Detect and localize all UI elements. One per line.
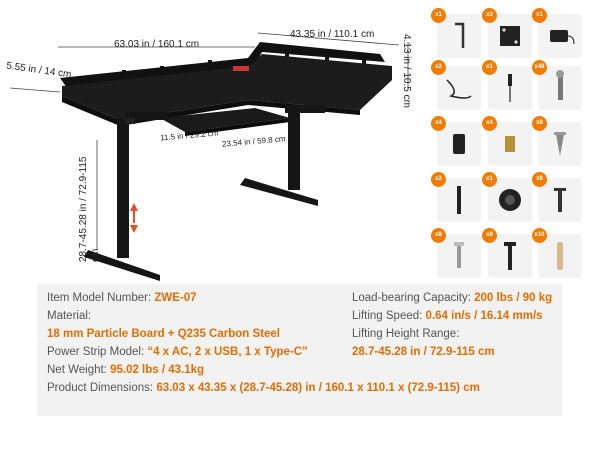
speed-label: Lifting Speed: bbox=[352, 310, 423, 322]
quantity-badge: x8 bbox=[532, 116, 547, 131]
part-item: x10 bbox=[532, 228, 582, 278]
lift-range-dimension: 28.7-45.28 in / 72.9-115 cm bbox=[78, 156, 101, 262]
part-item: x1 bbox=[482, 60, 532, 110]
power-value: “4 x AC, 2 x USB, 1 x Type-C” bbox=[147, 346, 308, 358]
desk-diagram bbox=[9, 32, 409, 281]
quantity-badge: x8 bbox=[532, 172, 547, 187]
product-dimensions-value: 63.03 x 43.35 x (28.7-45.28) in / 160.1 … bbox=[156, 382, 480, 394]
bolt-icon bbox=[454, 242, 464, 268]
material-row: Material: bbox=[47, 310, 91, 322]
allen-key-icon bbox=[455, 22, 465, 48]
speed-row: Lifting Speed: 0.64 in/s / 16.14 mm/s bbox=[352, 310, 543, 322]
grommet-cap-icon bbox=[499, 189, 521, 211]
quantity-badge: x1 bbox=[431, 8, 446, 23]
quantity-badge: x3 bbox=[482, 8, 497, 23]
anchor-screw-icon bbox=[554, 188, 566, 212]
lift-range-row: Lifting Height Range: bbox=[352, 328, 459, 340]
side-bar-icon bbox=[457, 186, 461, 214]
cable-icon bbox=[446, 79, 472, 99]
wooden-dowel-icon bbox=[557, 242, 563, 270]
material-label: Material: bbox=[47, 310, 92, 322]
width-dimension: 43.35 in / 110.1 cm bbox=[290, 29, 375, 40]
part-item: x3 bbox=[482, 8, 532, 58]
lift-range-value: 28.7-45.28 in / 72.9-115 cm bbox=[352, 346, 495, 358]
lift-range-value-row: 28.7-45.28 in / 72.9-115 cm bbox=[352, 346, 495, 358]
power-adapter-icon bbox=[550, 30, 575, 45]
model-row: Item Model Number: ZWE-07 bbox=[47, 292, 197, 304]
material-value-row: 18 mm Particle Board + Q235 Carbon Steel bbox=[47, 328, 280, 340]
quantity-badge: x2 bbox=[431, 60, 446, 75]
part-item: x2 bbox=[431, 172, 481, 222]
product-dimensions-label: Product Dimensions: bbox=[47, 382, 154, 394]
part-item: x1 bbox=[532, 8, 582, 58]
power-label: Power Strip Model: bbox=[47, 346, 145, 358]
specs-panel: Item Model Number: ZWE-07 Material: 18 m… bbox=[37, 284, 562, 416]
shelf-height-dimension: 4.13 in / 10.5 cm bbox=[401, 34, 412, 108]
quantity-badge: x2 bbox=[431, 172, 446, 187]
part-item: x8 bbox=[482, 228, 532, 278]
power-row: Power Strip Model: “4 x AC, 2 x USB, 1 x… bbox=[47, 346, 308, 358]
threaded-insert-icon bbox=[505, 136, 515, 152]
part-item: x8 bbox=[532, 116, 582, 166]
standoff-pin-icon bbox=[504, 242, 516, 270]
material-value: 18 mm Particle Board + Q235 Carbon Steel bbox=[47, 328, 280, 340]
screwdriver-icon bbox=[508, 74, 512, 102]
length-dimension: 63.03 in / 160.1 cm bbox=[114, 39, 200, 50]
weight-value: 95.02 lbs / 43.1kg bbox=[110, 364, 205, 376]
part-item: x2 bbox=[431, 60, 481, 110]
lift-range-label: Lifting Height Range: bbox=[352, 328, 460, 340]
part-item: x4 bbox=[482, 116, 532, 166]
quantity-badge: x10 bbox=[532, 228, 547, 243]
quantity-badge: x4 bbox=[431, 116, 446, 131]
weight-label: Net Weight: bbox=[47, 364, 107, 376]
bracket-plate-icon bbox=[500, 26, 520, 46]
wood-screw-icon bbox=[554, 132, 566, 156]
model-value: ZWE-07 bbox=[154, 292, 197, 304]
weight-row: Net Weight: 95.02 lbs / 43.1kg bbox=[47, 364, 204, 376]
part-item: x8 bbox=[532, 172, 582, 222]
quantity-badge: x1 bbox=[532, 8, 547, 23]
capacity-label: Load-bearing Capacity: bbox=[352, 292, 471, 304]
quantity-badge: x1 bbox=[482, 172, 497, 187]
product-dimensions-row: Product Dimensions: 63.03 x 43.35 x (28.… bbox=[47, 382, 480, 394]
quantity-badge: x48 bbox=[532, 60, 547, 75]
shelf-bracket-icon bbox=[453, 134, 465, 154]
capacity-row: Load-bearing Capacity: 200 lbs / 90 kg bbox=[352, 292, 552, 304]
part-item: x4 bbox=[431, 116, 481, 166]
quantity-badge: x4 bbox=[482, 116, 497, 131]
part-item: x48 bbox=[532, 60, 582, 110]
quantity-badge: x1 bbox=[482, 60, 497, 75]
capacity-value: 200 lbs / 90 kg bbox=[474, 292, 553, 304]
part-item: x1 bbox=[482, 172, 532, 222]
speed-value: 0.64 in/s / 16.14 mm/s bbox=[425, 310, 543, 322]
model-label: Item Model Number: bbox=[47, 292, 152, 304]
quantity-badge: x8 bbox=[431, 228, 446, 243]
part-item: x1 bbox=[431, 8, 481, 58]
quantity-badge: x8 bbox=[482, 228, 497, 243]
long-screw-icon bbox=[556, 70, 564, 100]
part-item: x8 bbox=[431, 228, 481, 278]
